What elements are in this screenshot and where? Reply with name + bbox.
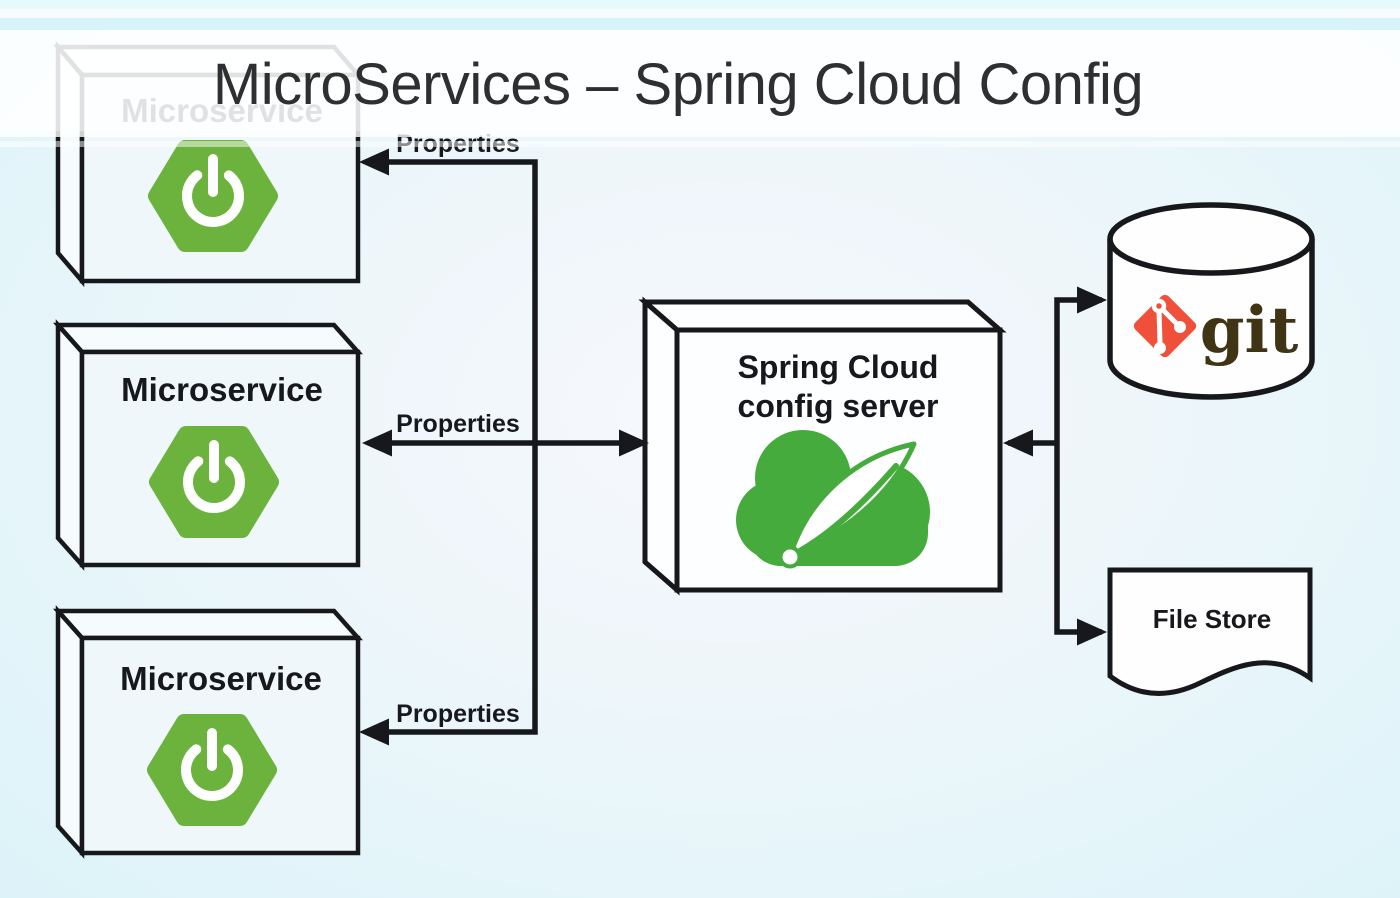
config-box-left-face [642, 296, 680, 596]
properties3-label: Properties [396, 700, 520, 728]
trunk-line-right [1054, 297, 1102, 635]
microservice2-label: Microservice [121, 371, 323, 408]
config-box-top-face [638, 299, 1007, 333]
arrowhead-into-git [1077, 286, 1107, 314]
arrowhead-into-microservice1 [359, 148, 389, 176]
cylinder-body [1107, 239, 1315, 400]
git-wordmark: git [1200, 293, 1299, 368]
arrowhead-into-microservice3 [359, 718, 389, 746]
arrowhead-into-config-server-right [1003, 429, 1033, 457]
file-store-shape [1107, 567, 1313, 696]
box2-left-face [55, 319, 85, 571]
banner-main [0, 30, 1400, 131]
config-server-label-line1: Spring Cloud [738, 349, 939, 385]
arrowheads [359, 148, 1107, 746]
spring-boot-icon-1 [148, 140, 278, 252]
banner-stripe-2 [0, 141, 1400, 147]
spring-boot-icon-2 [149, 426, 279, 538]
strip-1 [0, 0, 1400, 9]
banner-stripe-1 [0, 131, 1400, 137]
strip-3 [0, 18, 1400, 30]
box3-left-face [55, 605, 85, 859]
spring-cloud-icon [736, 430, 930, 569]
trunk-line-left [366, 159, 538, 735]
microservice3-label: Microservice [120, 660, 322, 697]
arrowhead-into-config-server-left [619, 429, 649, 457]
properties2-label: Properties [396, 410, 520, 438]
git-database-cylinder [1107, 202, 1315, 400]
spring-boot-icon-3 [147, 714, 277, 826]
cylinder-top [1107, 202, 1315, 276]
page-title: MicroServices – Spring Cloud Config [213, 52, 1143, 117]
box3-top-face [52, 608, 364, 641]
title-banner [0, 30, 1400, 147]
arrowhead-into-file-store [1077, 618, 1107, 646]
arrowhead-into-microservice2 [362, 429, 392, 457]
top-strips [0, 0, 1400, 30]
config-server-label-line2: config server [738, 388, 939, 424]
strip-2 [0, 9, 1400, 18]
box2-top-face [52, 322, 364, 355]
file-store-label: File Store [1153, 604, 1271, 634]
git-icon [1133, 294, 1197, 358]
